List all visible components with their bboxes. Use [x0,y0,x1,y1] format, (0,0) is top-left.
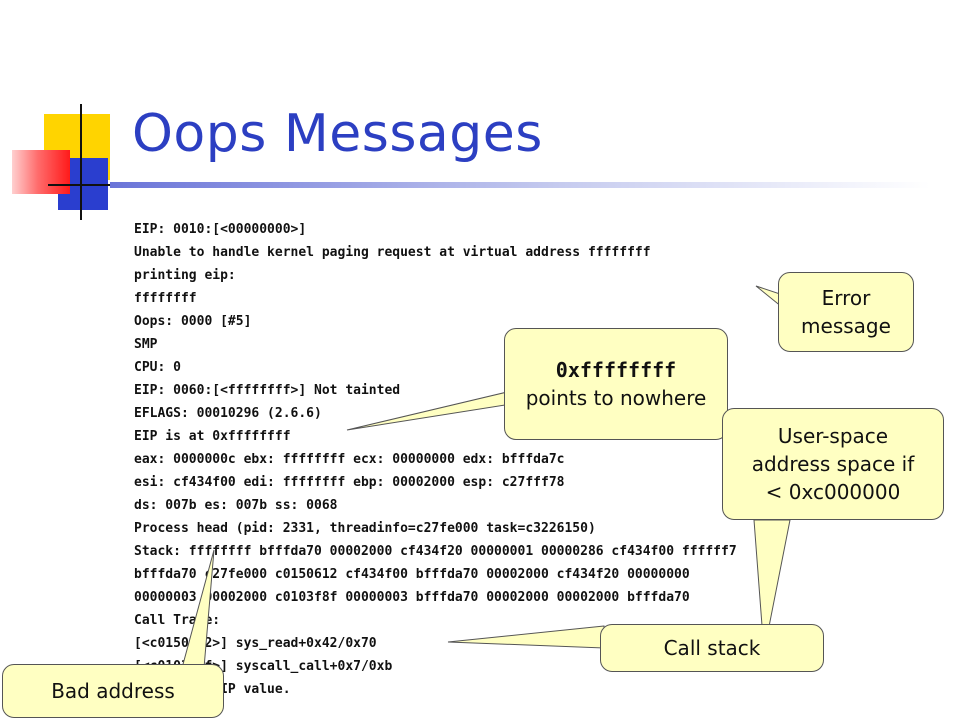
decor-horizontal-line [48,184,128,186]
log-line: ffffffff [134,291,197,306]
pointer-bad-address [181,549,215,669]
callout-user-space: User-space address space if < 0xc000000 [722,408,944,520]
log-line: Unable to handle kernel paging request a… [134,245,651,260]
callout-error-message-line1: Error [821,286,871,310]
log-line: EIP: 0010:[<00000000>] [134,222,307,237]
callout-user-space-line2: address space if [751,452,915,476]
callout-nowhere-address: 0xffffffff [555,358,677,382]
callout-bad-address-text: Bad address [51,679,175,703]
log-line: EFLAGS: 00010296 (2.6.6) [134,406,322,421]
callout-error-message-line2: message [801,314,891,338]
log-line: 00000003 00002000 c0103f8f 00000003 bfff… [134,590,690,605]
callout-points-to-nowhere: 0xffffffff points to nowhere [504,328,728,440]
pointer-call-stack [447,625,605,649]
callout-call-stack-text: Call stack [663,636,761,660]
log-line: CPU: 0 [134,360,181,375]
oops-log: EIP: 0010:[<00000000>] Unable to handle … [134,218,737,701]
decor-red-gradient-bar [12,150,70,194]
log-line: SMP [134,337,158,352]
slide-title: Oops Messages [132,104,543,164]
pointer-user-space [753,519,791,653]
log-line: Oops: 0000 [#5] [134,314,252,329]
log-line: bfffda70 c27fe000 c0150612 cf434f00 bfff… [134,567,690,582]
log-line: esi: cf434f00 edi: ffffffff ebp: 0000200… [134,475,565,490]
log-line: eax: 0000000c ebx: ffffffff ecx: 0000000… [134,452,565,467]
title-underline [110,182,930,188]
callout-nowhere-text: points to nowhere [525,386,707,410]
pointer-nowhere [346,387,525,431]
callout-bad-address: Bad address [2,664,224,718]
callout-call-stack: Call stack [600,624,824,672]
log-line: Process head (pid: 2331, threadinfo=c27f… [134,521,596,536]
log-line: Stack: ffffffff bfffda70 00002000 cf434f… [134,544,737,559]
callout-user-space-line3: < 0xc000000 [765,480,901,504]
log-line: EIP: 0060:[<ffffffff>] Not tainted [134,383,401,398]
log-line: printing eip: [134,268,236,283]
log-line: EIP is at 0xffffffff [134,429,291,444]
log-line: ds: 007b es: 007b ss: 0068 [134,498,338,513]
decor-vertical-line [80,104,82,220]
callout-error-message: Error message [778,272,914,352]
callout-user-space-line1: User-space [777,424,889,448]
